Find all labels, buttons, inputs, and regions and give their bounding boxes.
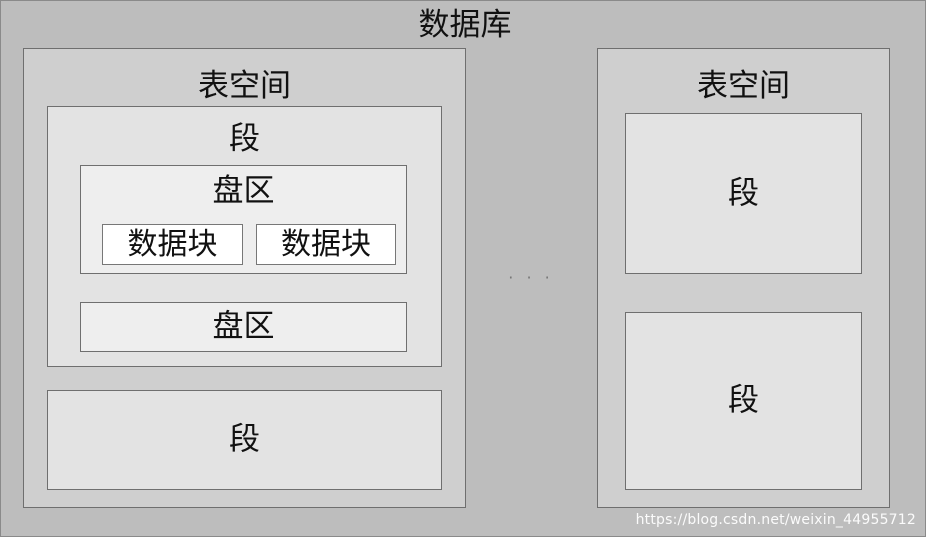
data-block-left: 数据块 <box>102 224 243 265</box>
segment-right-bottom: 段 <box>625 312 862 490</box>
tablespace-right-label: 表空间 <box>697 68 790 104</box>
extent-top-label: 盘区 <box>212 173 275 209</box>
data-block-right-label: 数据块 <box>281 226 371 262</box>
segment-left-bottom: 段 <box>47 390 442 490</box>
segment-right-bottom-label: 段 <box>728 382 759 419</box>
segment-right-top: 段 <box>625 113 862 274</box>
extent-bottom-label: 盘区 <box>212 308 275 345</box>
database-label: 数据库 <box>418 7 512 43</box>
watermark: https://blog.csdn.net/weixin_44955712 <box>635 512 916 528</box>
data-block-left-label: 数据块 <box>127 226 218 262</box>
data-block-right: 数据块 <box>256 224 396 265</box>
ellipsis: · · · <box>508 268 554 287</box>
segment-right-top-label: 段 <box>728 175 759 211</box>
tablespace-left-label: 表空间 <box>198 68 291 104</box>
extent-bottom: 盘区 <box>80 302 407 352</box>
segment-left-top-label: 段 <box>229 121 260 157</box>
segment-left-bottom-label: 段 <box>229 421 260 458</box>
